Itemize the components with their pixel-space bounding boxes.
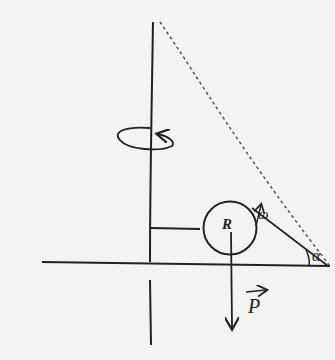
force-arrow <box>231 232 232 328</box>
angle-arc <box>306 250 309 266</box>
symbol-label: ω <box>258 207 269 222</box>
ball-circle: R <box>202 200 258 256</box>
rotation-arrow <box>118 128 173 150</box>
rotation-axis <box>150 22 153 345</box>
symbol-label: α <box>312 248 320 264</box>
radius-symbol: R <box>222 216 232 233</box>
radius-line <box>151 228 200 229</box>
vector-mark <box>246 290 266 292</box>
ground-line <box>42 262 330 266</box>
symbol-label: P <box>248 296 260 316</box>
tangent-line <box>252 208 328 266</box>
